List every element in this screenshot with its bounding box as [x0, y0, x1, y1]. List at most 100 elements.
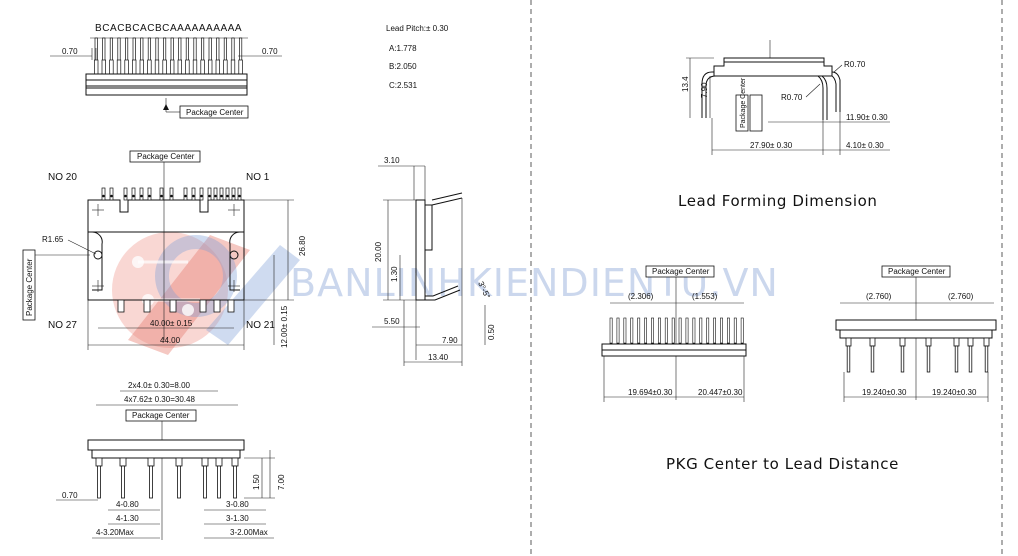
side-lead-h-label: 1.30	[390, 266, 399, 282]
front-top-pin-dot	[160, 194, 163, 198]
bottom-pin-shoulder	[147, 457, 155, 467]
front-top-pin	[123, 187, 128, 201]
front-bottom-pin	[169, 299, 177, 313]
front-top-pin-dot	[140, 194, 143, 198]
front-top-pin	[225, 187, 230, 201]
pkg-left-pin	[733, 317, 737, 345]
forming-r070a-label: R0.70	[844, 60, 866, 69]
front-bottom-pin	[199, 299, 207, 313]
pkg-left-pin	[644, 317, 648, 345]
front-top-pin-dot	[208, 194, 211, 198]
top-pin-shoulder	[215, 59, 220, 75]
front-view-bottom-pins	[117, 299, 235, 313]
pkg-right-pin-shoulder	[967, 337, 974, 347]
front-top-pin-dot	[124, 194, 127, 198]
front-total-width-label: 44.00	[160, 336, 181, 345]
front-top-pin	[139, 187, 144, 201]
front-top-pin-dot	[238, 194, 241, 198]
pkg-center-left-view: Package Center (2.306) (1.553) 19.694±0.…	[601, 265, 747, 402]
top-pin-shoulder	[124, 59, 129, 75]
pkg-left-pin	[616, 317, 620, 345]
top-view-pins	[94, 37, 243, 75]
front-top-pin	[237, 187, 242, 201]
pkg-right-package-center-label: Package Center	[888, 267, 946, 276]
front-top-pin	[219, 187, 224, 201]
pkg-right-pin	[900, 345, 905, 373]
lead-forming-title: Lead Forming Dimension	[678, 192, 877, 210]
pkg-right-pin-shoulder	[983, 337, 990, 347]
bottom-view: 2x4.0± 0.30=8.00 4x7.62± 0.30=30.48 Pack…	[56, 381, 286, 540]
bottom-pin	[177, 465, 181, 499]
pkg-right-pins	[845, 337, 990, 373]
pkg-left-c-label: 19.694±0.30	[628, 388, 673, 397]
bottom-pin	[233, 465, 237, 499]
front-top-pin	[207, 187, 212, 201]
top-package-center-label: Package Center	[186, 108, 244, 117]
bottom-pin-shoulder	[95, 457, 103, 467]
pkg-left-pin	[713, 317, 717, 345]
top-view: BCACBCACBCAAAAAAAAAA 0.70 0.70 Package C…	[50, 23, 282, 119]
top-pin-shoulder	[192, 59, 198, 75]
front-bottom-pin	[117, 299, 125, 313]
pkg-left-pin	[637, 317, 641, 345]
top-pin-shoulder	[162, 59, 167, 75]
right-offset-label: 0.70	[262, 47, 278, 56]
side-d550-label: 5.50	[384, 317, 400, 326]
pkg-right-b-label: (2.760)	[948, 292, 974, 301]
front-package-center-label: Package Center	[137, 152, 195, 161]
front-top-pin-dot	[132, 194, 135, 198]
pkg-left-pin	[671, 317, 675, 345]
pkg-left-pin	[706, 317, 710, 345]
pkg-left-pin	[657, 317, 661, 345]
pkg-right-pin-shoulder	[869, 337, 876, 347]
front-top-pin-dot	[170, 194, 173, 198]
front-inner-width-label: 40.00± 0.15	[150, 319, 193, 328]
pkg-right-pin-shoulder	[953, 337, 960, 347]
front-top-pin	[183, 187, 188, 201]
forming-d1190-label: 11.90± 0.30	[846, 113, 888, 122]
pkg-left-pin	[678, 317, 682, 345]
pkg-right-pin	[870, 345, 875, 373]
top-pin-shoulder	[101, 59, 106, 75]
bottom-pin-shoulder	[201, 457, 209, 467]
pkg-right-pin	[846, 345, 851, 373]
front-top-pin	[109, 187, 114, 201]
top-pin-shoulder	[154, 59, 160, 75]
pin-no21-label: NO 21	[246, 320, 275, 331]
top-pin-shoulder	[116, 59, 122, 75]
front-top-pin	[191, 187, 196, 201]
bottom-pin-shoulder	[119, 457, 127, 467]
bottom-l080-label: 4-0.80	[116, 500, 139, 509]
bottom-l320-label: 4-3.20Max	[96, 528, 134, 537]
lead-pitch-title: Lead Pitch:± 0.30	[386, 24, 449, 33]
side-d1340-label: 13.40	[428, 353, 449, 362]
pkg-left-pin	[726, 317, 730, 345]
front-top-pin-dot	[192, 194, 195, 198]
top-pin-shoulder	[238, 59, 243, 75]
bottom-pin-shoulder	[215, 457, 223, 467]
bottom-package-center-label: Package Center	[132, 411, 190, 420]
forming-r070b-label: R0.70	[781, 93, 803, 102]
pkg-left-pin	[630, 317, 634, 345]
top-pin-shoulder	[185, 59, 190, 75]
bottom-pin-shoulder	[231, 457, 239, 467]
pkg-right-c-label: 19.240±0.30	[862, 388, 907, 397]
front-half-height-label: 12.00± 0.15	[280, 305, 289, 348]
bottom-d070-label: 0.70	[62, 491, 78, 500]
bottom-pin	[121, 465, 125, 499]
front-top-pin	[131, 187, 136, 201]
top-pin-shoulder	[132, 59, 137, 75]
front-top-pin-dot	[200, 194, 203, 198]
pin-no27-label: NO 27	[48, 320, 77, 331]
pkg-left-pin	[685, 317, 689, 345]
front-top-pin	[231, 187, 236, 201]
bottom-r200-label: 3-2.00Max	[230, 528, 268, 537]
top-pin-shoulder	[177, 59, 182, 75]
front-height-label: 26.80	[298, 235, 307, 256]
top-pin-shoulder	[139, 59, 144, 75]
forming-d2790-label: 27.90± 0.30	[750, 141, 793, 150]
front-bottom-pin	[143, 299, 151, 313]
bottom-r130-label: 3-1.30	[226, 514, 249, 523]
pkg-center-title: PKG Center to Lead Distance	[666, 455, 899, 473]
front-top-pin-dot	[232, 194, 235, 198]
